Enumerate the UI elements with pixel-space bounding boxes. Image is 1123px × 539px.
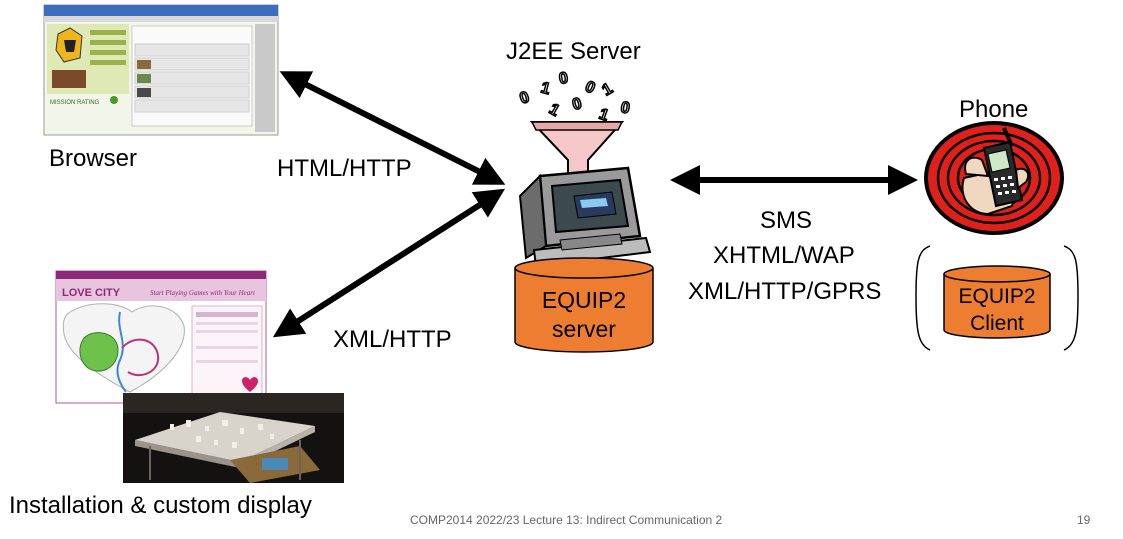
svg-text:1: 1 — [539, 79, 552, 98]
server-database-cylinder — [514, 257, 654, 353]
client-db-label: EQUIP2 Client — [944, 283, 1050, 337]
installation-label: Installation & custom display — [9, 492, 312, 519]
svg-text:0: 0 — [582, 78, 597, 97]
sms-label: SMS — [760, 207, 813, 234]
html-http-label: HTML/HTTP — [277, 155, 412, 182]
svg-text:1: 1 — [546, 101, 562, 120]
client-database-cylinder — [943, 265, 1051, 339]
server-clipart: 0 1 0 0 1 0 1 0 1 — [517, 69, 652, 268]
svg-text:0: 0 — [571, 95, 584, 114]
browser-screenshot: MISSION RATING — [43, 4, 279, 136]
mission-rating-text: MISSION RATING — [50, 100, 100, 106]
page-number: 19 — [1077, 513, 1091, 527]
xml-http-gprs-label: XML/HTTP/GPRS — [688, 278, 882, 305]
server-title: J2EE Server — [506, 38, 641, 65]
client-left-bracket — [915, 245, 931, 351]
svg-text:0: 0 — [518, 89, 532, 108]
xhtml-wap-label: XHTML/WAP — [713, 242, 855, 269]
installation-photo — [123, 393, 344, 483]
browser-label: Browser — [49, 145, 138, 172]
client-db-line1: EQUIP2 — [958, 285, 1036, 308]
browser-server-arrow — [279, 71, 506, 185]
svg-text:1: 1 — [600, 80, 616, 99]
lovecity-logo: LOVE CITY — [62, 287, 121, 299]
installation-server-arrow — [272, 188, 506, 338]
phone-icon — [924, 121, 1064, 235]
svg-text:0: 0 — [619, 99, 631, 117]
lovecity-screenshot: LOVE CITY Start Playing Games with Your … — [55, 270, 267, 404]
client-right-bracket — [1063, 245, 1079, 351]
footer-course: COMP2014 2022/23 Lecture 13: Indirect Co… — [410, 513, 723, 527]
server-db-line2: server — [552, 316, 616, 342]
server-db-label: EQUIP2 server — [515, 286, 653, 344]
client-db-line2: Client — [970, 312, 1024, 335]
server-db-line1: EQUIP2 — [541, 287, 627, 313]
xml-http-label: XML/HTTP — [333, 326, 452, 353]
svg-text:0: 0 — [558, 70, 570, 88]
lovecity-tagline: Start Playing Games with Your Heart — [150, 289, 256, 297]
phone-label: Phone — [959, 96, 1029, 123]
